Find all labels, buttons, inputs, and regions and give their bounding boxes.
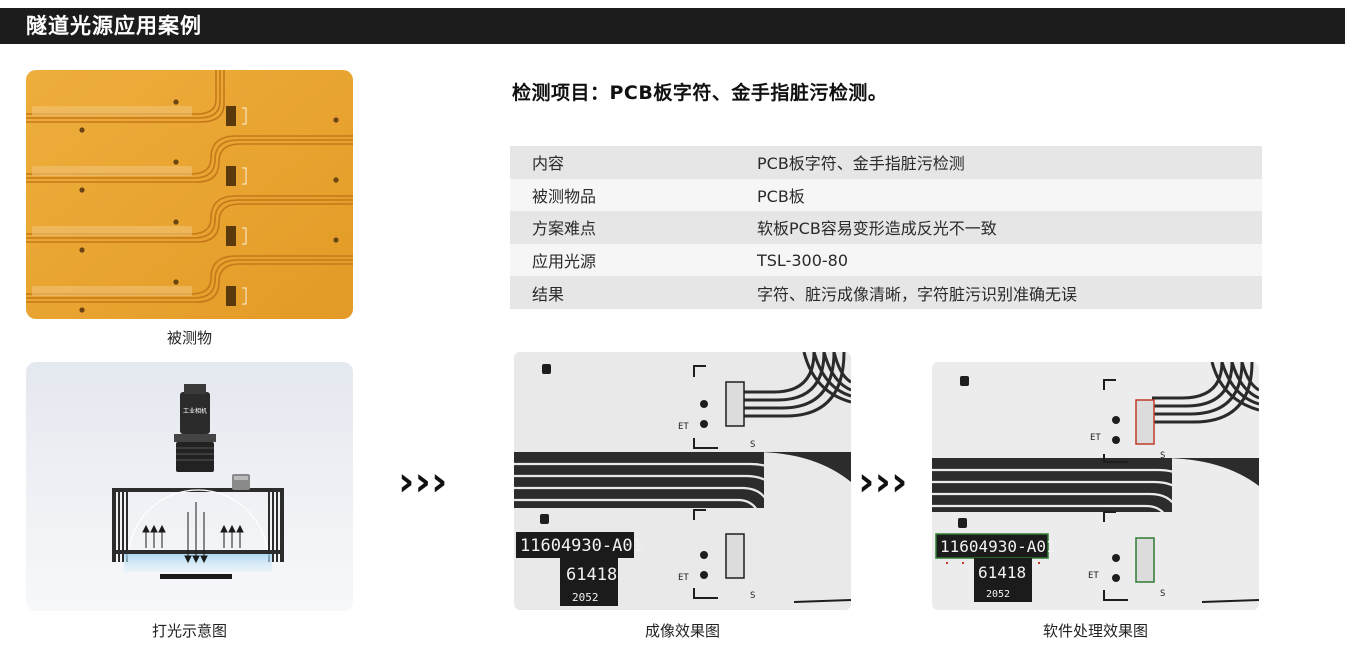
table-row: 被测物品 PCB板 [510,178,1262,212]
caption-imaging: 成像效果图 [644,622,720,640]
flex-pcb-illustration [26,70,353,319]
table-key: 应用光源 [510,243,735,277]
grayscale-pcb-image: ET ET S S 11604930-A01 61418 2052 [514,352,851,610]
pcb-mark-et: ET [678,573,689,583]
pcb-batch: 61418 [978,563,1026,582]
pcb-mark-et: ET [1090,433,1101,443]
lighting-diagram: 工业相机 [26,362,353,611]
pcb-code: 2052 [572,591,599,604]
table-key: 被测物品 [510,178,735,212]
table-row: 方案难点 软板PCB容易变形造成反光不一致 [510,211,1262,244]
table-key: 内容 [510,146,735,179]
software-result: ET ET S S 11604930-A01 61418 2052 [932,362,1259,610]
pcb-mark-s: S [1160,451,1165,461]
camera-label: 工业相机 [183,407,207,415]
table-row: 内容 PCB板字符、金手指脏污检测 [510,146,1262,179]
imaging-result: ET ET S S 11604930-A01 61418 2052 [514,352,851,610]
flow-arrow-icon: ››› [858,459,908,505]
table-value: PCB板 [735,178,1262,212]
spec-table: 内容 PCB板字符、金手指脏污检测 被测物品 PCB板 方案难点 软板PCB容易… [510,146,1262,309]
pcb-mark-s: S [1160,589,1165,599]
table-key: 结果 [510,276,735,309]
pcb-mark-s: S [750,440,755,450]
processed-pcb-image: ET ET S S 11604930-A01 61418 2052 [932,362,1259,610]
object-photo [26,70,353,319]
flow-arrow-icon: ››› [398,459,448,505]
table-key: 方案难点 [510,211,735,244]
table-value: 字符、脏污成像清晰，字符脏污识别准确无误 [735,276,1262,309]
table-row: 应用光源 TSL-300-80 [510,243,1262,277]
pcb-mark-et: ET [678,422,689,432]
header-bar: 隧道光源应用案例 [0,8,1345,44]
page-title: 隧道光源应用案例 [26,14,202,38]
pcb-part-number: 11604930-A01 [940,537,1056,556]
section-heading: 检测项目：PCB板字符、金手指脏污检测。 [512,82,888,104]
caption-lighting: 打光示意图 [151,622,227,640]
caption-software: 软件处理效果图 [1042,622,1148,640]
table-row: 结果 字符、脏污成像清晰，字符脏污识别准确无误 [510,276,1262,309]
lighting-setup-illustration: 工业相机 [26,362,353,611]
table-value: TSL-300-80 [735,243,1262,277]
pcb-code: 2052 [986,589,1010,600]
pcb-batch: 61418 [566,565,617,585]
table-value: PCB板字符、金手指脏污检测 [735,146,1262,179]
pcb-mark-s: S [750,591,755,601]
pcb-mark-et: ET [1088,571,1099,581]
caption-object: 被测物 [166,329,212,347]
pcb-part-number: 11604930-A01 [520,536,643,556]
table-value: 软板PCB容易变形造成反光不一致 [735,211,1262,244]
